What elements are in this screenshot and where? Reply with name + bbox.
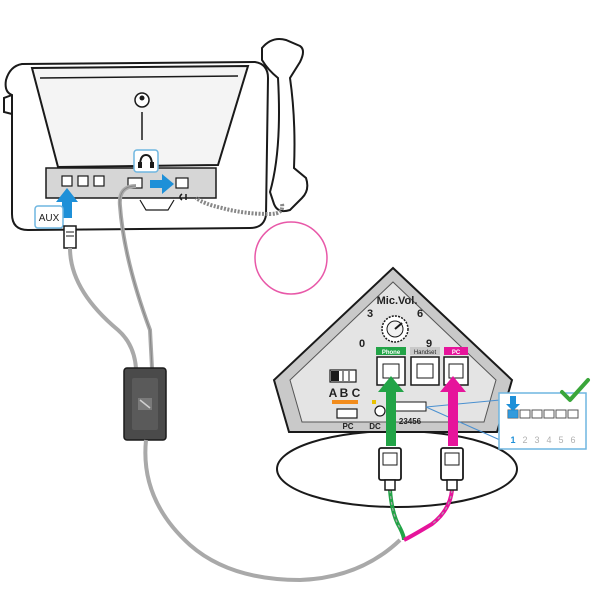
highlight-circle	[254, 221, 328, 295]
headset-icon	[138, 153, 154, 168]
headset-port-arrow	[150, 174, 174, 194]
svg-text:3: 3	[534, 435, 539, 445]
port-phone-label: Phone	[382, 350, 401, 356]
svg-text:C: C	[352, 386, 361, 400]
phone-stand	[30, 64, 250, 169]
dip-zoom-1: 1	[510, 435, 515, 445]
svg-text:5: 5	[558, 435, 563, 445]
aux-label: AUX	[39, 213, 60, 224]
svg-text:6: 6	[417, 308, 423, 320]
aux-plug	[63, 225, 77, 249]
cable-main	[143, 439, 402, 583]
svg-text:A: A	[329, 386, 338, 400]
magenta-arrow	[440, 376, 466, 446]
cable-headset-port	[117, 184, 154, 369]
pc-jack: PC	[336, 408, 358, 431]
svg-text:2: 2	[522, 435, 527, 445]
cable-magenta	[403, 489, 454, 542]
dip-switch-zoom: 1 2 3 4 5 6	[498, 392, 587, 450]
svg-text:9: 9	[426, 338, 432, 350]
mic-volume-dial: Mic.Vol. 3 6 0 9	[359, 295, 432, 350]
svg-text:0: 0	[359, 338, 365, 350]
abc-switch: A B C	[329, 369, 361, 404]
plug-green	[378, 447, 402, 491]
svg-text:4: 4	[546, 435, 551, 445]
svg-text:PC: PC	[342, 422, 353, 431]
kensington-lock-icon	[138, 398, 152, 410]
green-arrow	[378, 376, 404, 446]
cable-splitter	[123, 367, 167, 441]
port-handset-label: Handset	[414, 350, 437, 356]
svg-text:3: 3	[367, 308, 373, 320]
svg-text:DC: DC	[369, 422, 381, 431]
aux-arrow	[56, 188, 78, 218]
cable-aux	[68, 247, 138, 369]
port-pc-label: PC	[452, 350, 461, 356]
desk-phone	[3, 60, 270, 232]
aux-label-box: AUX	[34, 205, 64, 229]
handset-cord	[194, 196, 285, 217]
headset-badge	[133, 149, 159, 173]
svg-text:B: B	[340, 386, 349, 400]
svg-text:23456: 23456	[399, 417, 422, 426]
mic-vol-label: Mic.Vol.	[377, 295, 418, 307]
svg-text:6: 6	[570, 435, 575, 445]
check-icon	[560, 378, 590, 402]
keyhole-icon	[134, 92, 150, 140]
dc-jack: DC	[369, 400, 386, 431]
handset	[261, 38, 309, 213]
plug-magenta	[440, 447, 464, 491]
